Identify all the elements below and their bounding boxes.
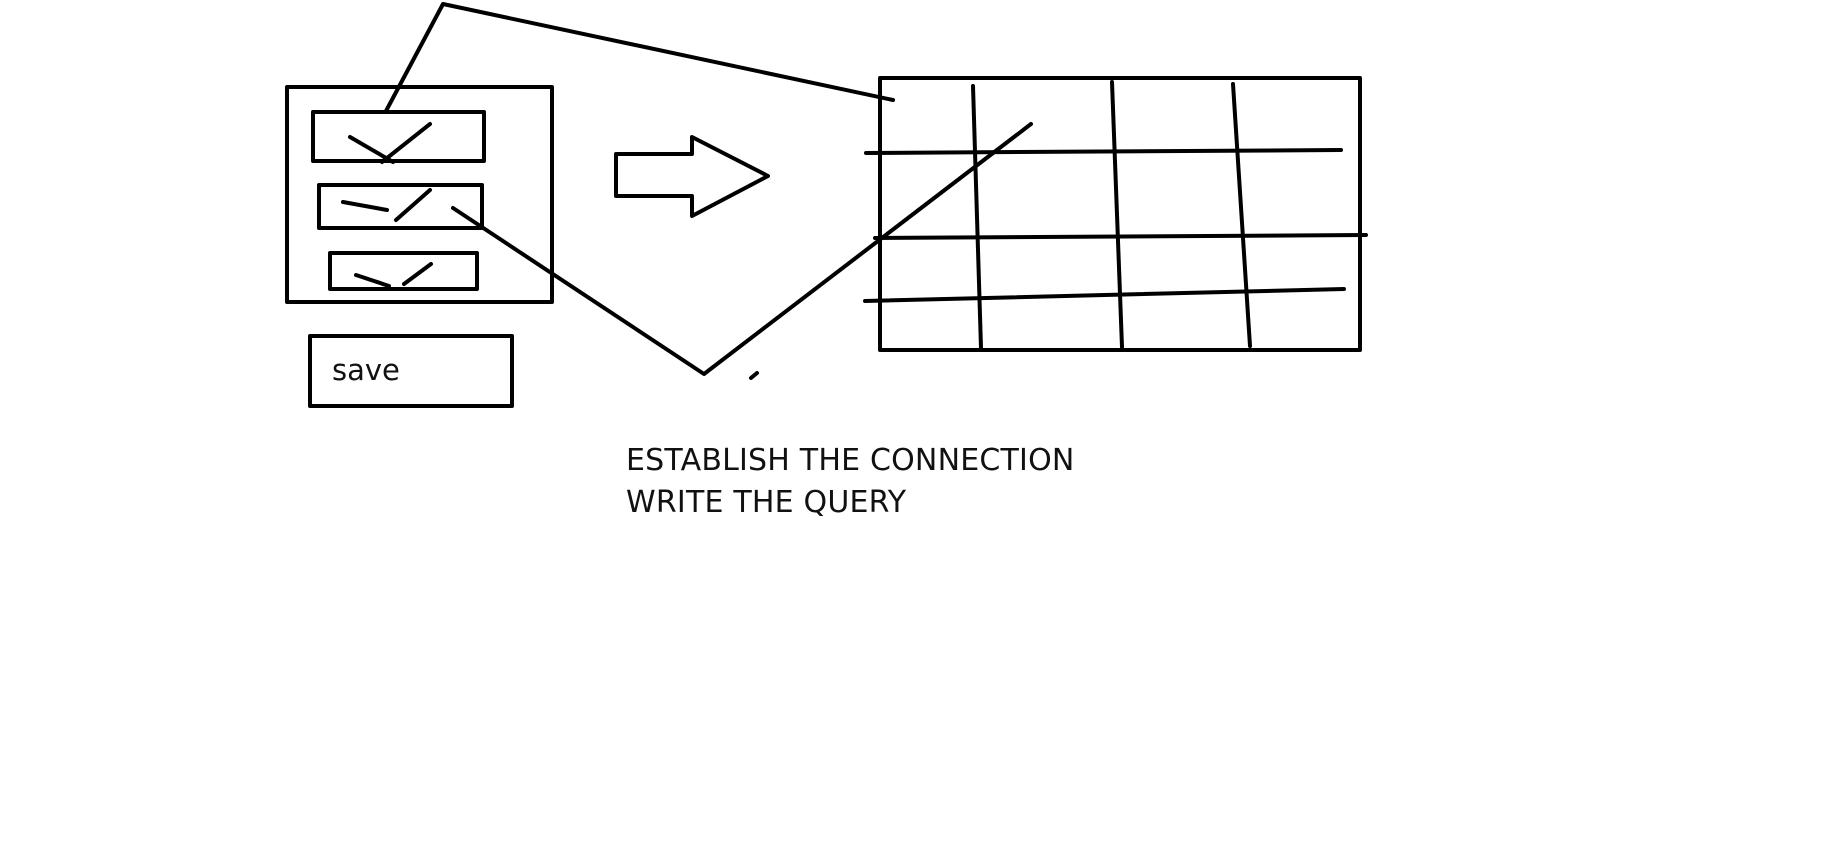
- grid-row-line: [863, 287, 1346, 303]
- note-write-query: WRITE THE QUERY: [626, 485, 907, 520]
- grid-column-line: [971, 84, 983, 350]
- form-field-1[interactable]: [311, 110, 486, 164]
- connector-line-field1-to-grid: [384, 2, 895, 113]
- form-panel: [285, 85, 554, 304]
- save-button[interactable]: [308, 334, 514, 408]
- note-establish-connection: ESTABLISH THE CONNECTION: [626, 443, 1075, 478]
- stray-mark: [749, 371, 759, 380]
- grid-row-line: [864, 148, 1343, 155]
- form-field-2[interactable]: [317, 183, 484, 230]
- form-field-3[interactable]: [328, 251, 479, 291]
- data-grid-frame: [878, 76, 1362, 352]
- data-grid: [863, 76, 1368, 352]
- save-button-label: save: [332, 353, 400, 387]
- grid-column-line: [1231, 82, 1252, 348]
- grid-row-line: [873, 233, 1368, 240]
- right-arrow-icon: [614, 135, 770, 218]
- grid-column-line: [1110, 80, 1124, 349]
- connector-line-field2-to-grid: [451, 122, 1033, 376]
